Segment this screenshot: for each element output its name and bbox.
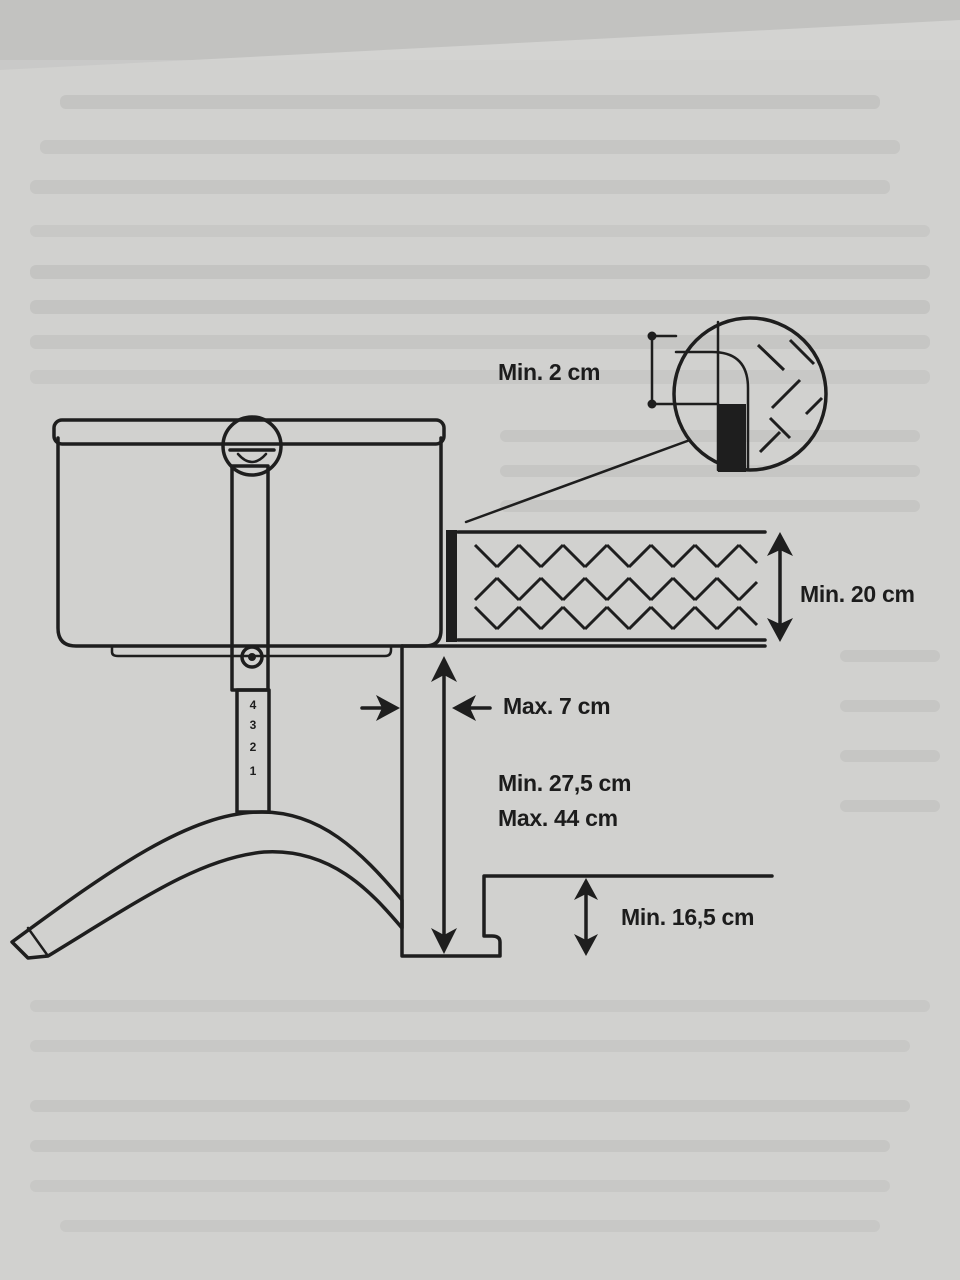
label-mattress-height: Min. 20 cm bbox=[800, 581, 915, 607]
side-gap-arrow-left-head bbox=[376, 695, 400, 721]
magnifier-leader-line bbox=[464, 438, 692, 524]
position-2: 2 bbox=[250, 740, 257, 754]
bed-leg bbox=[400, 644, 774, 958]
detail-side-panel bbox=[718, 404, 746, 472]
detail-mattress-edge bbox=[674, 350, 750, 472]
bed-height-arrow-up bbox=[431, 656, 457, 682]
detail-magnifier bbox=[464, 316, 828, 524]
mattress-height-arrow-down bbox=[767, 618, 793, 642]
clearance-arrow-down bbox=[574, 934, 598, 956]
bleed-through-text bbox=[30, 95, 940, 1232]
leg-foot-cap bbox=[26, 926, 50, 958]
gap-bracket-dot-top bbox=[647, 331, 657, 341]
label-bottom-clearance: Min. 16,5 cm bbox=[621, 904, 755, 930]
label-height-min: Min. 27,5 cm bbox=[498, 770, 632, 796]
magnifier-circle bbox=[672, 316, 828, 472]
crib-side-panel bbox=[446, 530, 457, 642]
stand-legs bbox=[10, 810, 404, 960]
position-3: 3 bbox=[250, 718, 257, 732]
adjustment-screw-center bbox=[248, 653, 256, 661]
parent-bed bbox=[400, 530, 774, 958]
crib-basket bbox=[56, 436, 443, 648]
adjustment-screw bbox=[240, 645, 264, 669]
detail-quilting bbox=[756, 338, 824, 454]
position-4: 4 bbox=[250, 698, 257, 712]
height-position-markers: 4 3 2 1 bbox=[250, 698, 257, 778]
position-1: 1 bbox=[250, 764, 257, 778]
gap-bracket-dot-bottom bbox=[647, 399, 657, 409]
label-gap-top: Min. 2 cm bbox=[498, 359, 601, 385]
hinge-knob bbox=[221, 415, 283, 477]
mattress-quilting bbox=[473, 543, 759, 631]
side-gap-arrow-right-head bbox=[452, 695, 476, 721]
bed-height-arrow-down bbox=[431, 928, 457, 954]
dimension-arrows bbox=[360, 532, 793, 956]
label-height-max: Max. 44 cm bbox=[498, 805, 618, 831]
mattress-height-arrow-up bbox=[767, 532, 793, 556]
label-gap-side: Max. 7 cm bbox=[503, 693, 611, 719]
clearance-arrow-up bbox=[574, 878, 598, 900]
bedside-crib: 4 3 2 1 bbox=[10, 415, 446, 960]
hinge-knob-arc bbox=[236, 452, 268, 464]
crib-top-rail bbox=[52, 418, 446, 446]
